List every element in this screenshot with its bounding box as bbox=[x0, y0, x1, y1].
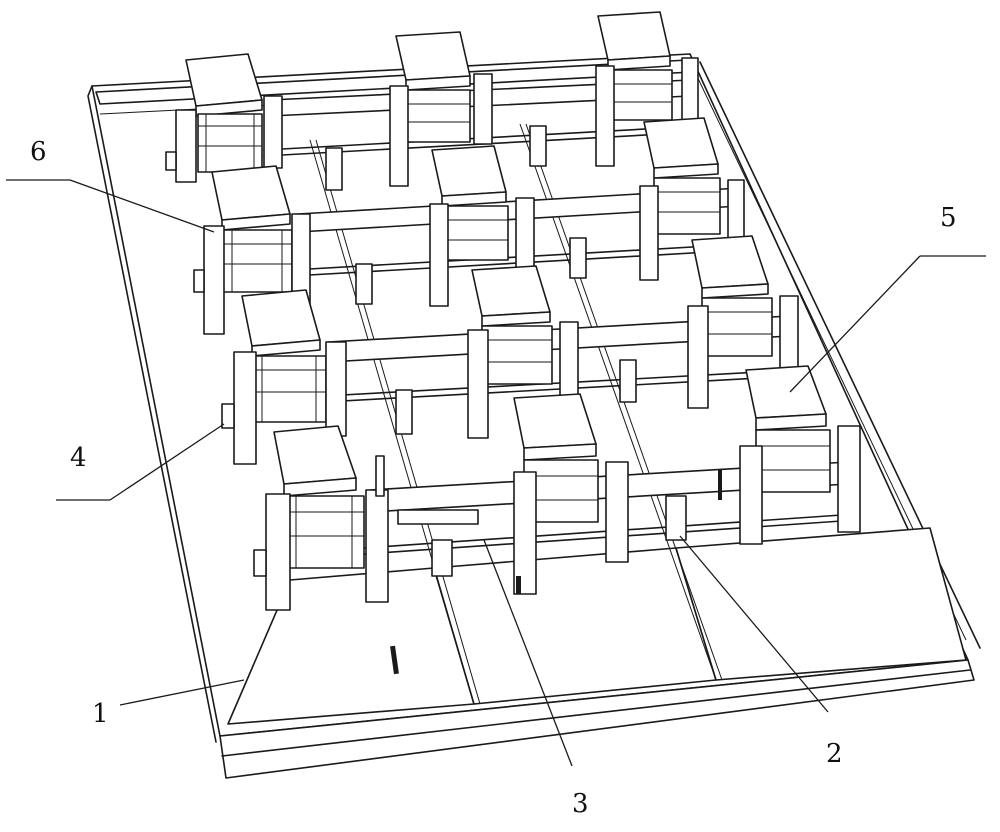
leader-1 bbox=[119, 679, 245, 706]
callouts: 1 2 3 4 5 6 bbox=[30, 137, 957, 819]
callout-6: 6 bbox=[30, 137, 47, 167]
callout-1: 1 bbox=[92, 699, 109, 729]
fixture-row-3 bbox=[221, 235, 799, 465]
leader-5b bbox=[789, 255, 921, 393]
leader-4b bbox=[109, 423, 225, 501]
callout-5: 5 bbox=[940, 203, 957, 233]
callout-4: 4 bbox=[70, 443, 87, 473]
fixture-row-1 bbox=[165, 11, 701, 191]
leader-6b bbox=[69, 179, 215, 233]
sub-plate-right bbox=[675, 527, 967, 681]
callout-2: 2 bbox=[826, 739, 843, 769]
callout-3: 3 bbox=[572, 789, 589, 819]
leader-lines bbox=[6, 179, 986, 767]
fixture-row-4 bbox=[253, 365, 861, 611]
sub-plate-middle bbox=[433, 547, 717, 705]
leader-3 bbox=[483, 539, 573, 767]
leader-2 bbox=[679, 535, 829, 713]
